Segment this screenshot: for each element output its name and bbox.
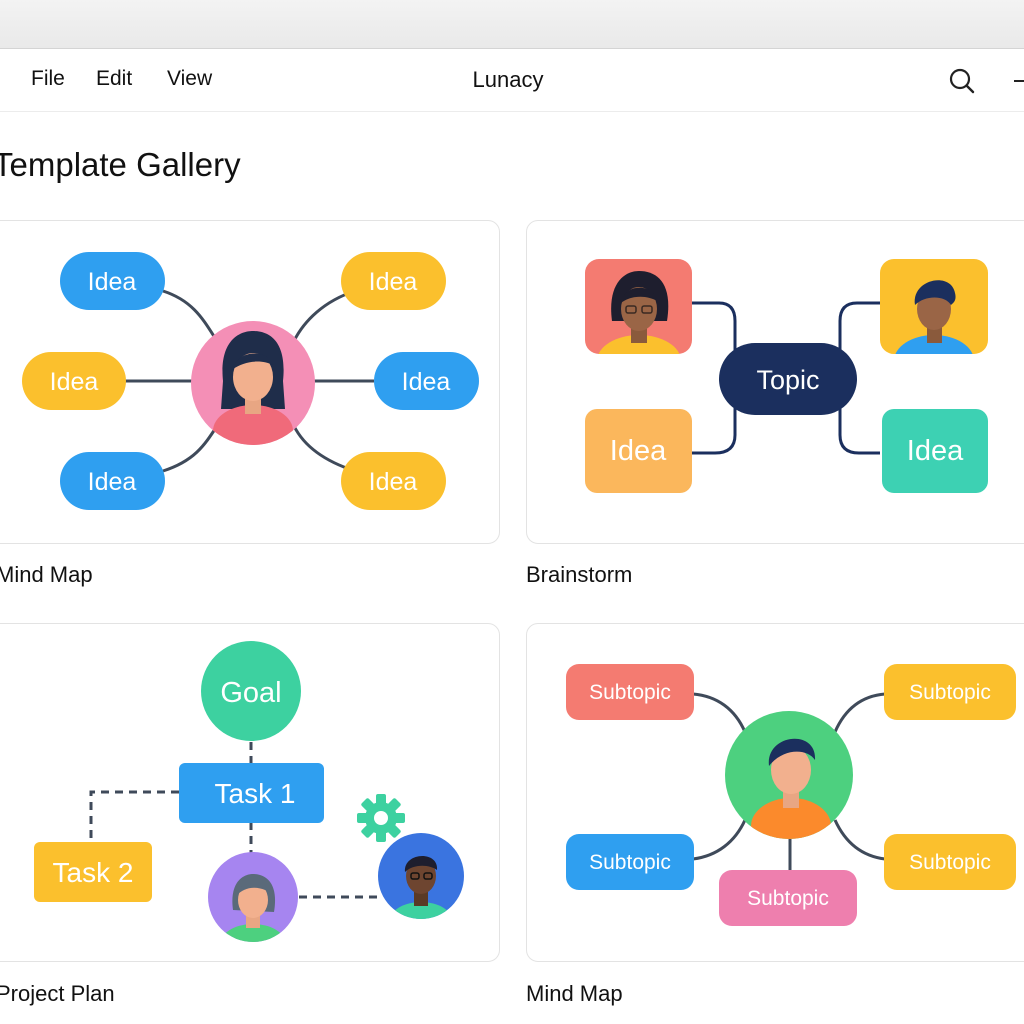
project-plan-illustration: Goal Task 1 Task 2 <box>34 641 464 942</box>
menu-edit[interactable]: Edit <box>96 67 133 90</box>
template-card-project-plan[interactable]: Goal Task 1 Task 2 <box>0 623 500 962</box>
task-node <box>34 842 152 902</box>
subtopic-node <box>719 870 857 926</box>
node-label: Task 1 <box>215 778 296 809</box>
minimize-icon <box>1014 80 1024 82</box>
app-title: Lunacy <box>472 67 544 92</box>
node-label: Idea <box>369 268 418 296</box>
idea-node <box>60 252 165 310</box>
window-titlebar <box>0 0 1024 49</box>
node-label: Goal <box>220 677 281 709</box>
subtopic-node <box>884 834 1016 890</box>
idea-node <box>341 252 446 310</box>
node-label: Subtopic <box>589 851 671 874</box>
page-title: Template Gallery <box>0 146 241 183</box>
subtopic-node <box>566 664 694 720</box>
mind-map-illustration: Idea Idea Idea Idea Idea Idea <box>22 252 479 510</box>
node-label: Idea <box>50 368 99 396</box>
brainstorm-illustration: Topic Idea Idea <box>585 259 988 493</box>
node-label: Topic <box>756 365 819 395</box>
node-label: Idea <box>610 435 667 467</box>
idea-node <box>374 352 479 410</box>
idea-node <box>585 409 692 493</box>
search-icon <box>949 68 975 94</box>
node-label: Idea <box>369 468 418 496</box>
person-avatar-icon <box>378 833 464 919</box>
person-avatar-icon <box>208 852 298 942</box>
template-label[interactable]: Project Plan <box>0 981 115 1006</box>
mind-map-illustration: Subtopic Subtopic Subtopic Subtopic Subt… <box>566 664 1016 926</box>
minimize-button[interactable] <box>1004 65 1024 97</box>
template-label[interactable]: Mind Map <box>0 562 93 587</box>
node-label: Subtopic <box>589 681 671 704</box>
template-card-mind-map[interactable]: Idea Idea Idea Idea Idea Idea <box>0 220 500 544</box>
person-avatar-icon <box>725 711 853 839</box>
idea-node <box>60 452 165 510</box>
template-label[interactable]: Mind Map <box>526 981 623 1006</box>
subtopic-node <box>884 664 1016 720</box>
node-label: Idea <box>88 268 137 296</box>
node-label: Idea <box>907 435 964 467</box>
menu-file[interactable]: File <box>31 67 65 90</box>
idea-node <box>22 352 126 410</box>
menu-bar: File Edit View Lunacy <box>0 49 1024 112</box>
topic-node <box>719 343 857 415</box>
idea-node <box>882 409 988 493</box>
search-button[interactable] <box>946 65 978 97</box>
goal-node <box>201 641 301 741</box>
node-label: Subtopic <box>747 887 829 910</box>
template-card-brainstorm[interactable]: Topic Idea Idea <box>526 220 1024 544</box>
template-card-mind-map-subtopic[interactable]: Subtopic Subtopic Subtopic Subtopic Subt… <box>526 623 1024 962</box>
node-label: Idea <box>88 468 137 496</box>
subtopic-node <box>566 834 694 890</box>
node-label: Task 2 <box>53 857 134 888</box>
gear-icon <box>357 794 405 842</box>
node-label: Subtopic <box>909 681 991 704</box>
person-avatar-icon <box>880 259 988 354</box>
node-label: Idea <box>402 368 451 396</box>
template-label[interactable]: Brainstorm <box>526 562 633 587</box>
person-avatar-icon <box>585 259 692 354</box>
node-label: Subtopic <box>909 851 991 874</box>
idea-node <box>341 452 446 510</box>
menu-view[interactable]: View <box>167 67 213 90</box>
task-node <box>179 763 324 823</box>
